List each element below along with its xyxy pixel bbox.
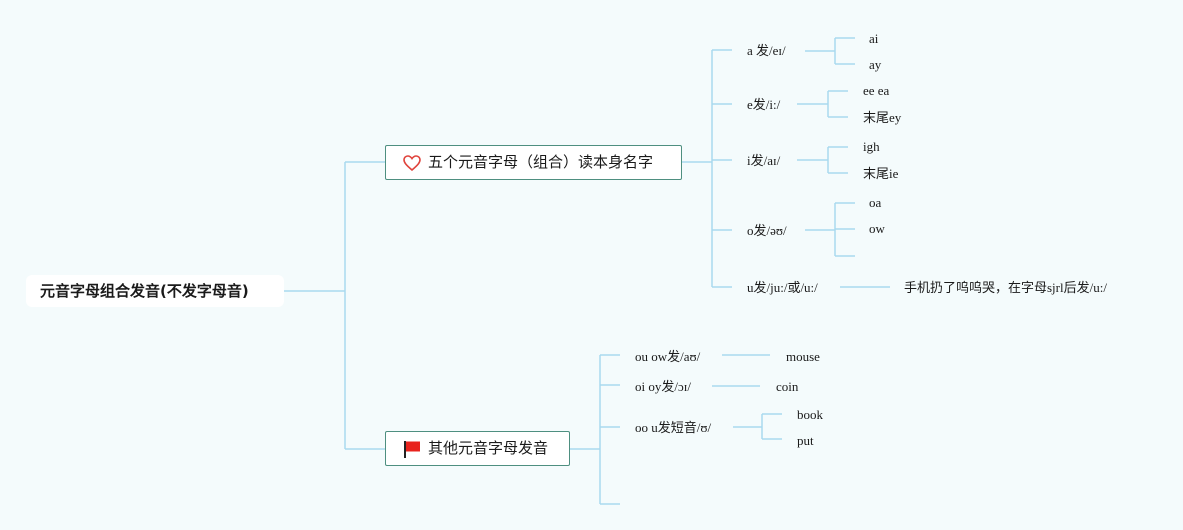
subtopic-oo-u[interactable]: oo u发短音/ʊ/ bbox=[635, 420, 712, 435]
heart-icon bbox=[403, 154, 421, 171]
branch-label: 五个元音字母（组合）读本身名字 bbox=[428, 153, 654, 171]
leaf-ay[interactable]: ay bbox=[869, 57, 882, 72]
branch-node-other-vowels[interactable]: 其他元音字母发音 bbox=[385, 431, 570, 466]
leaf-ee-ea[interactable]: ee ea bbox=[863, 83, 890, 98]
root-node[interactable]: 元音字母组合发音(不发字母音) bbox=[26, 275, 284, 307]
leaf-ai[interactable]: ai bbox=[869, 31, 879, 46]
subtopic-oi-oy[interactable]: oi oy发/ɔɪ/ bbox=[635, 379, 691, 394]
root-label: 元音字母组合发音(不发字母音) bbox=[40, 282, 249, 300]
leaf-ow[interactable]: ow bbox=[869, 221, 885, 236]
leaf-ie[interactable]: 末尾ie bbox=[863, 166, 899, 181]
subtopic-i[interactable]: i发/aɪ/ bbox=[747, 153, 781, 168]
subtopic-ou-ow[interactable]: ou ow发/aʊ/ bbox=[635, 349, 701, 364]
red-flag-icon bbox=[404, 440, 420, 458]
subtopic-e[interactable]: e发/i:/ bbox=[747, 97, 781, 112]
leaf-u-note[interactable]: 手机扔了呜呜哭，在字母sjrl后发/u:/ bbox=[904, 280, 1107, 295]
subtopic-o[interactable]: o发/əʊ/ bbox=[747, 223, 787, 238]
leaf-igh[interactable]: igh bbox=[863, 139, 880, 154]
subtopic-u[interactable]: u发/ju:/或/u:/ bbox=[747, 280, 818, 295]
leaf-ey[interactable]: 末尾ey bbox=[863, 110, 902, 125]
leaf-mouse[interactable]: mouse bbox=[786, 349, 820, 364]
branch-node-vowel-names[interactable]: 五个元音字母（组合）读本身名字 bbox=[385, 145, 682, 180]
branch-label: 其他元音字母发音 bbox=[428, 439, 549, 457]
leaf-oa[interactable]: oa bbox=[869, 195, 882, 210]
subtopic-a[interactable]: a 发/eɪ/ bbox=[747, 43, 786, 58]
leaf-put[interactable]: put bbox=[797, 433, 814, 448]
leaf-book[interactable]: book bbox=[797, 407, 823, 422]
leaf-coin[interactable]: coin bbox=[776, 379, 799, 394]
